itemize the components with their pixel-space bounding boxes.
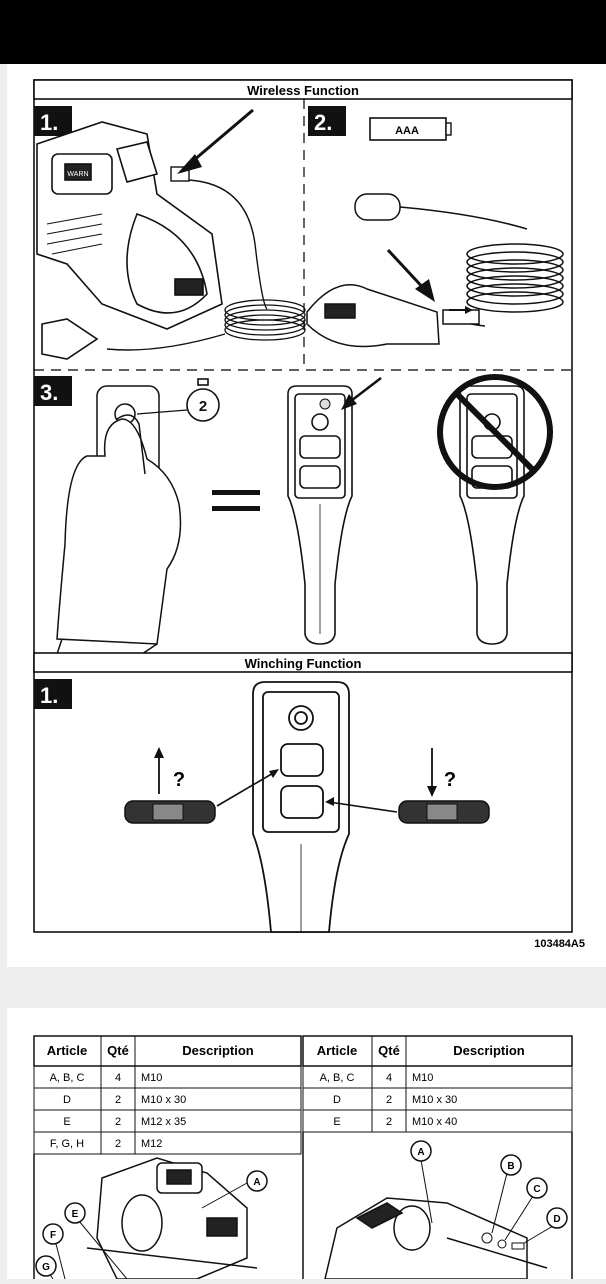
col-header-article-left: Article [47, 1043, 87, 1058]
svg-text:B: B [507, 1161, 514, 1172]
svg-text:A: A [417, 1147, 424, 1158]
winch-brand-logo: WARN [67, 171, 88, 178]
remote-led-on [287, 385, 353, 645]
table-cell: M10 x 30 [412, 1094, 457, 1106]
table-cell: 2 [115, 1138, 121, 1150]
table-cell: M10 [412, 1072, 433, 1084]
table-cell: M10 x 40 [412, 1116, 457, 1128]
svg-text:E: E [72, 1209, 79, 1220]
svg-text:F: F [50, 1230, 56, 1241]
table-cell: M10 [141, 1072, 162, 1084]
step-1-label: 1. [40, 110, 58, 135]
svg-text:G: G [42, 1262, 50, 1273]
table-cell: A, B, C [320, 1072, 355, 1084]
step-1b-label: 1. [40, 683, 58, 708]
callout-g-left: G [35, 1255, 57, 1280]
hardware-table-right: Article Qté Description A, B, C 4 M10 D … [302, 1035, 573, 1133]
remote-prohibited [459, 385, 525, 645]
table-cell: M12 x 35 [141, 1116, 186, 1128]
instruction-figure: Wireless Function 1. 2. 3. WARN AAA [33, 79, 585, 950]
table-cell: M12 [141, 1138, 162, 1150]
wireless-receiver-illustration [306, 193, 564, 348]
table-cell: M10 x 30 [141, 1094, 186, 1106]
instruction-page: Wireless Function 1. 2. 3. WARN AAA [7, 64, 606, 967]
table-cell: 4 [386, 1072, 392, 1084]
table-cell: 2 [115, 1116, 121, 1128]
callout-c-right: C [497, 1177, 548, 1249]
callout-e-left: E [64, 1202, 128, 1280]
timer-value: 2 [199, 398, 207, 415]
hardware-page: Article Qté Description A, B, C 4 M10 D … [7, 1008, 606, 1280]
col-header-qty-left: Qté [107, 1043, 129, 1058]
svg-text:A: A [253, 1177, 260, 1188]
table-cell: E [333, 1116, 340, 1128]
battery-icon: AAA [369, 117, 452, 141]
winch-mount-illustration-left [86, 1157, 258, 1280]
table-cell: A, B, C [50, 1072, 85, 1084]
svg-text:D: D [553, 1214, 560, 1225]
table-cell: E [63, 1116, 70, 1128]
document-code: 103484A5 [534, 938, 585, 950]
step-3-label: 3. [40, 380, 58, 405]
table-cell: D [63, 1094, 71, 1106]
hand-holding-remote [55, 385, 182, 655]
hardware-table-left: Article Qté Description A, B, C 4 M10 D … [33, 1035, 302, 1155]
prohibited-icon [437, 374, 553, 490]
plug-connector-right [398, 800, 490, 824]
callout-a-left: A [201, 1170, 268, 1209]
col-header-desc-right: Description [453, 1043, 525, 1058]
table-cell: 2 [115, 1094, 121, 1106]
coiled-cable-1 [224, 299, 306, 341]
table-cell: 2 [386, 1094, 392, 1106]
col-header-article-right: Article [317, 1043, 357, 1058]
section-title-wireless: Wireless Function [247, 83, 359, 98]
svg-text:C: C [533, 1184, 540, 1195]
winch-illustration: WARN [36, 121, 223, 360]
stopwatch-icon: 2 [186, 378, 220, 422]
question-mark-left: ? [173, 769, 185, 791]
callout-d-right: D [511, 1207, 568, 1250]
col-header-qty-right: Qté [378, 1043, 400, 1058]
table-cell: D [333, 1094, 341, 1106]
callout-f-left: F [42, 1223, 66, 1280]
callout-a-right: A [410, 1140, 433, 1224]
question-mark-right: ? [444, 769, 456, 791]
hardware-figure: Article Qté Description A, B, C 4 M10 D … [33, 1035, 573, 1280]
step-2-label: 2. [314, 110, 332, 135]
table-cell: F, G, H [50, 1138, 84, 1150]
equals-sign [212, 490, 260, 495]
winch-mount-illustration-right [324, 1197, 548, 1280]
battery-label: AAA [395, 125, 419, 137]
plug-connector-left [124, 800, 216, 824]
table-cell: 2 [386, 1116, 392, 1128]
winch-remote-large [252, 681, 350, 933]
top-black-bar [0, 0, 606, 64]
callout-b-right: B [481, 1154, 522, 1244]
table-cell: 4 [115, 1072, 121, 1084]
section-title-winching: Winching Function [245, 656, 362, 671]
col-header-desc-left: Description [182, 1043, 254, 1058]
